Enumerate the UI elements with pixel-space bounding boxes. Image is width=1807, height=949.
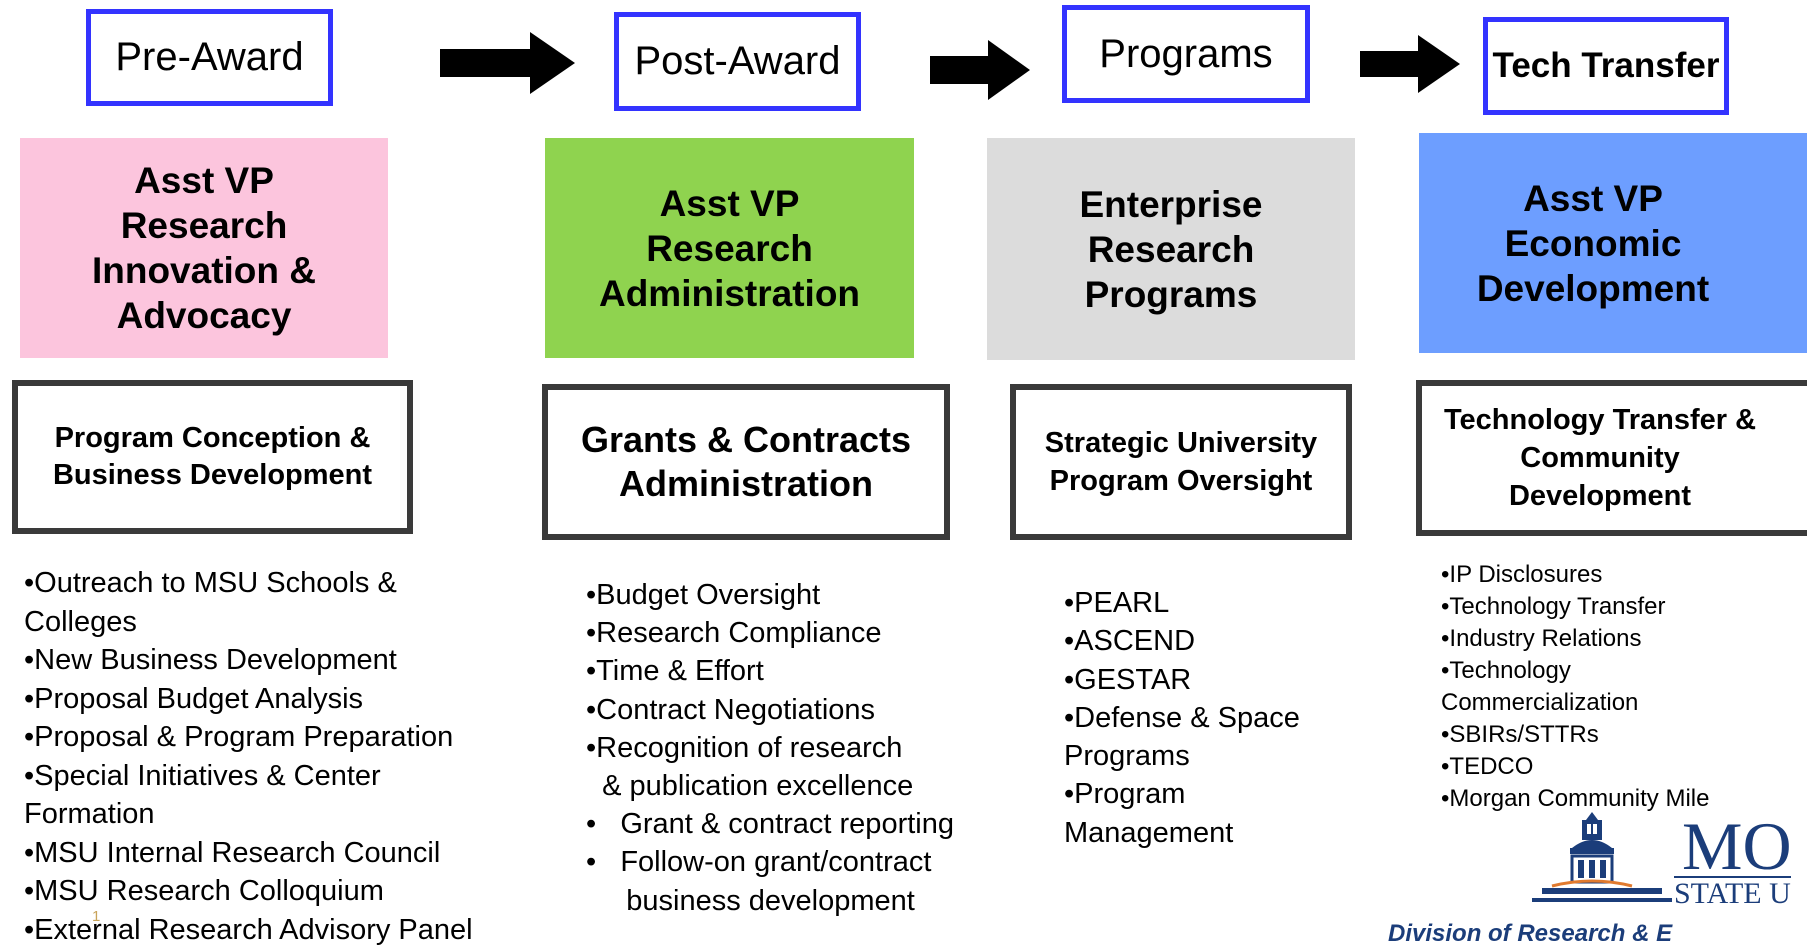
stage-pre-award: Pre-Award xyxy=(86,9,333,106)
logo-wordmark: MO xyxy=(1682,812,1792,880)
preaward-activities-list: •Outreach to MSU Schools & Colleges •New… xyxy=(24,564,473,949)
function-box-technology: Technology Transfer & Community Developm… xyxy=(1416,380,1807,536)
role-label: Asst VP Research Administration xyxy=(595,181,864,316)
list-item: • Follow-on grant/contract xyxy=(586,843,954,881)
list-item: •Special Initiatives & Center xyxy=(24,757,473,796)
stage-post-award: Post-Award xyxy=(614,12,861,111)
list-item: •GESTAR xyxy=(1064,661,1300,699)
stage-label: Post-Award xyxy=(634,39,840,84)
function-box-conception: Program Conception & Business Developmen… xyxy=(12,380,413,534)
right-arrow-icon xyxy=(440,32,575,94)
tech-transfer-list: •IP Disclosures •Technology Transfer •In… xyxy=(1441,559,1709,815)
list-item: •ASCEND xyxy=(1064,622,1300,660)
list-item: •MSU Research Colloquium xyxy=(24,872,473,911)
role-box-enterprise: Enterprise Research Programs xyxy=(987,138,1355,360)
list-item: •Contract Negotiations xyxy=(586,691,954,729)
function-label: Strategic University Program Oversight xyxy=(1024,424,1338,500)
role-box-innovation: Asst VP Research Innovation & Advocacy xyxy=(20,138,388,358)
list-item: •New Business Development xyxy=(24,641,473,680)
function-box-grants: Grants & Contracts Administration xyxy=(542,384,950,540)
list-item: •IP Disclosures xyxy=(1441,559,1709,591)
list-item: •Recognition of research xyxy=(586,729,954,767)
list-item: •Technology xyxy=(1441,655,1709,687)
list-item: Formation xyxy=(24,795,473,834)
postaward-activities-list: •Budget Oversight •Research Compliance •… xyxy=(586,576,954,920)
list-item: •Industry Relations xyxy=(1441,623,1709,655)
list-item: •Budget Oversight xyxy=(586,576,954,614)
list-item: •Outreach to MSU Schools & xyxy=(24,564,473,603)
role-box-economic: Asst VP Economic Development xyxy=(1419,133,1807,353)
list-item: •Proposal Budget Analysis xyxy=(24,680,473,719)
list-item: •Morgan Community Mile xyxy=(1441,783,1709,815)
logo-subtitle: STATE U xyxy=(1674,876,1791,909)
list-item: •Defense & Space xyxy=(1064,699,1300,737)
list-item: •SBIRs/STTRs xyxy=(1441,719,1709,751)
function-box-strategic: Strategic University Program Oversight xyxy=(1010,384,1352,540)
function-label: Program Conception & Business Developmen… xyxy=(28,420,397,494)
list-item: •Technology Transfer xyxy=(1441,591,1709,623)
list-item: •Program xyxy=(1064,775,1300,813)
right-arrow-icon xyxy=(930,40,1030,100)
stage-label: Pre-Award xyxy=(115,35,303,80)
role-box-administration: Asst VP Research Administration xyxy=(545,138,914,358)
list-item: Commercialization xyxy=(1441,687,1709,719)
role-label: Asst VP Research Innovation & Advocacy xyxy=(80,158,328,338)
list-item: • Grant & contract reporting xyxy=(586,805,954,843)
list-item: •TEDCO xyxy=(1441,751,1709,783)
university-building-logo-icon xyxy=(1532,812,1682,916)
page-number: 1 xyxy=(92,908,100,925)
function-label: Technology Transfer & Community Developm… xyxy=(1430,401,1770,515)
programs-list: •PEARL •ASCEND •GESTAR •Defense & Space … xyxy=(1064,584,1300,852)
logo-division-text: Division of Research & E xyxy=(1388,922,1807,946)
stage-programs: Programs xyxy=(1062,5,1310,103)
list-item: Programs xyxy=(1064,737,1300,775)
role-label: Asst VP Economic Development xyxy=(1459,176,1727,311)
stage-tech-transfer: Tech Transfer xyxy=(1483,17,1729,115)
list-item: •PEARL xyxy=(1064,584,1300,622)
list-item: Management xyxy=(1064,814,1300,852)
list-item: & publication excellence xyxy=(586,767,954,805)
right-arrow-icon xyxy=(1360,35,1460,93)
list-item: business development xyxy=(586,882,954,920)
list-item: •MSU Internal Research Council xyxy=(24,834,473,873)
stage-label: Programs xyxy=(1099,32,1272,77)
list-item: Colleges xyxy=(24,603,473,642)
role-label: Enterprise Research Programs xyxy=(1057,182,1285,317)
function-label: Grants & Contracts Administration xyxy=(563,418,929,506)
list-item: •Research Compliance xyxy=(586,614,954,652)
list-item: •Time & Effort xyxy=(586,652,954,690)
stage-label: Tech Transfer xyxy=(1493,46,1720,86)
list-item: •Proposal & Program Preparation xyxy=(24,718,473,757)
